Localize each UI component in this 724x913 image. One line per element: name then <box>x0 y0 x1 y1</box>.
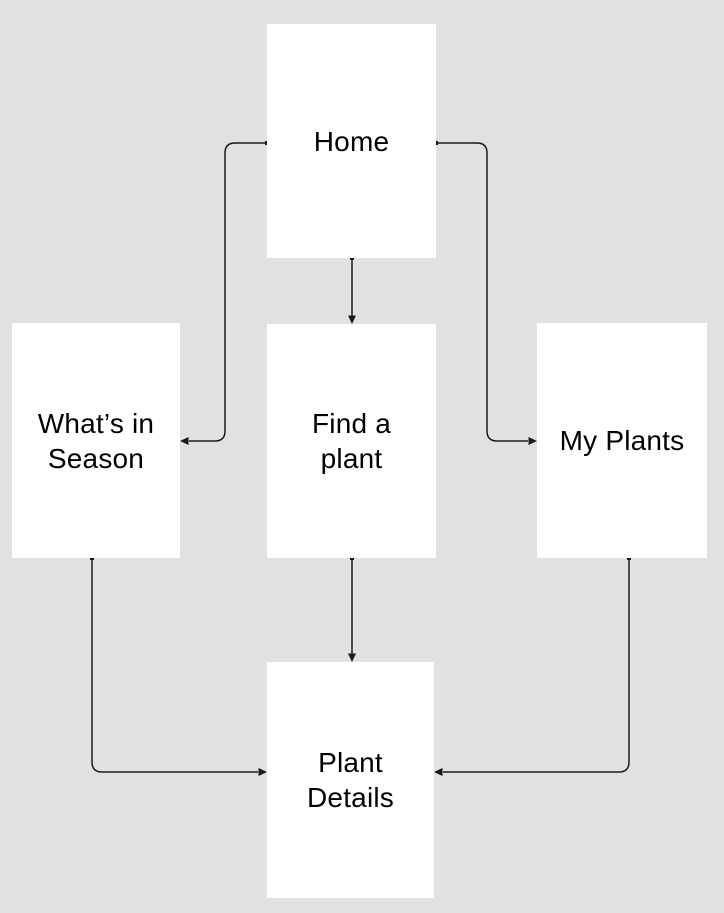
node-plant-details[interactable]: Plant Details <box>267 662 434 898</box>
node-home-label: Home <box>313 125 390 157</box>
node-my-plants[interactable]: My Plants <box>537 323 707 558</box>
node-find-a-plant-label: Find a plant <box>311 408 392 474</box>
edge-home-to-whats-in-season[interactable] <box>180 141 269 445</box>
edge-whats-in-season-to-plant-details[interactable] <box>90 556 267 776</box>
edge-home-to-my-plants[interactable] <box>434 141 537 445</box>
node-find-a-plant[interactable]: Find a plant <box>267 324 436 558</box>
node-home[interactable]: Home <box>267 24 436 258</box>
node-whats-in-season[interactable]: What’s in Season <box>12 323 180 558</box>
edge-find-a-plant-to-plant-details[interactable] <box>348 556 356 662</box>
node-whats-in-season-label: What’s in Season <box>37 407 155 474</box>
node-plant-details-label: Plant Details <box>307 747 394 813</box>
edge-my-plants-to-plant-details[interactable] <box>434 556 631 776</box>
node-my-plants-label: My Plants <box>559 425 685 456</box>
edge-home-to-find-a-plant[interactable] <box>348 256 356 324</box>
